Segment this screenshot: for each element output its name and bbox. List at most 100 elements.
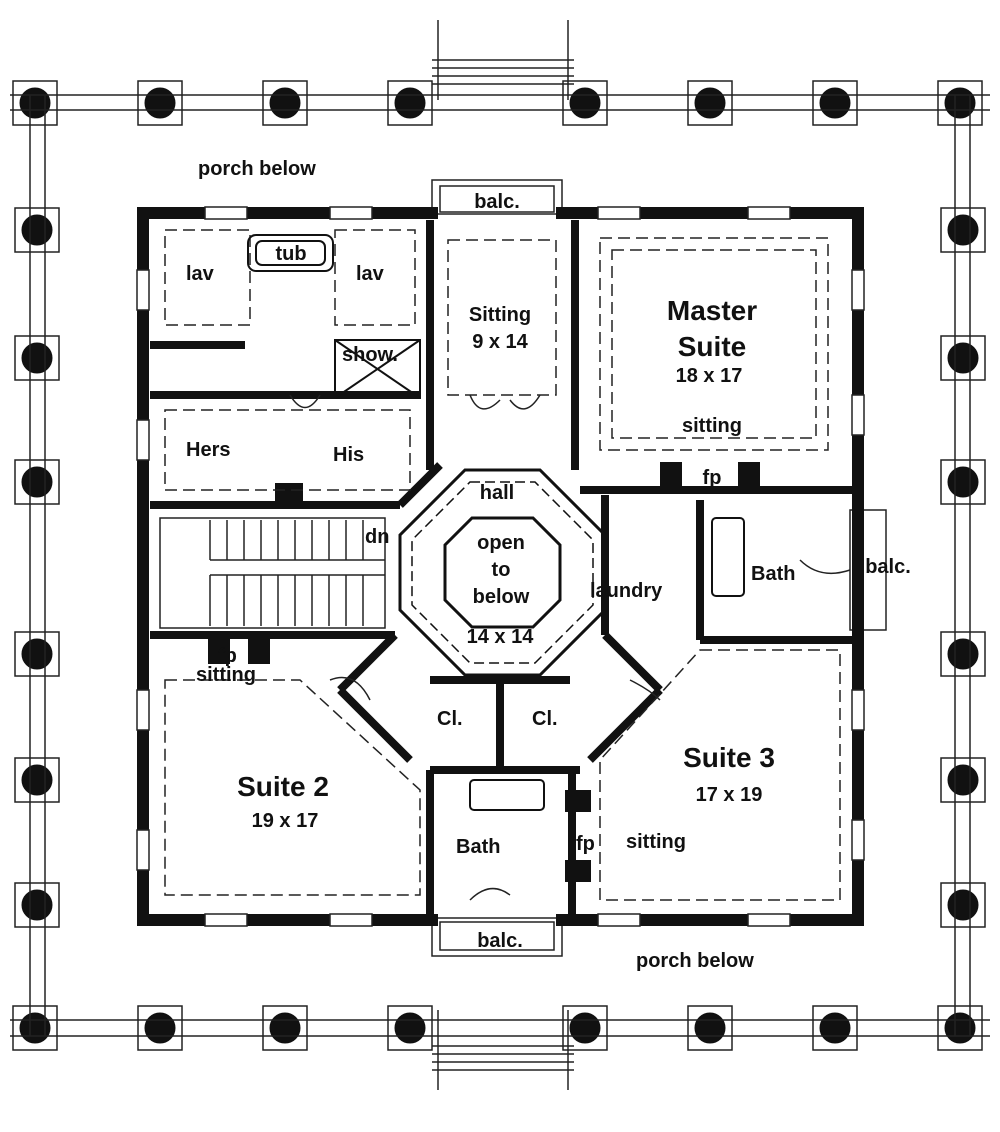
tub-label: tub	[275, 243, 307, 265]
octagon-hall	[398, 468, 607, 677]
column	[947, 764, 979, 796]
suite2-sitting-label: sitting	[196, 664, 256, 686]
suite3-sitting-label: sitting	[626, 831, 686, 853]
open-line2: to	[491, 559, 511, 581]
column-base	[940, 335, 986, 381]
shower-label: show.	[342, 344, 398, 366]
column-base	[14, 459, 60, 505]
master-suite-label: Master Suite	[667, 293, 757, 365]
stair-treads	[159, 517, 386, 629]
column	[819, 87, 851, 119]
hers-closet-label: Hers	[186, 439, 231, 461]
door-swings	[289, 394, 851, 901]
column-base	[940, 631, 986, 677]
column	[21, 638, 53, 670]
open-to-below-label: open to below	[473, 530, 530, 611]
column-base	[387, 80, 433, 126]
suite2-size: 19 x 17	[251, 810, 319, 832]
column-base	[12, 1005, 58, 1051]
sitting-room-name: Sitting	[468, 304, 532, 326]
hall-size: 14 x 14	[466, 626, 534, 648]
porch-steps	[432, 20, 574, 1090]
column	[144, 87, 176, 119]
hall-label: hall	[479, 482, 515, 504]
column	[21, 466, 53, 498]
column-base	[137, 1005, 183, 1051]
column-base	[687, 80, 733, 126]
balconies	[431, 179, 887, 957]
column	[394, 1012, 426, 1044]
column-base	[940, 459, 986, 505]
porch-rails	[10, 94, 990, 1037]
master-suite-name-line1: Master	[666, 295, 758, 326]
porch-bottom-label: porch below	[636, 950, 754, 972]
bath-bottom-label: Bath	[456, 836, 501, 858]
column-base	[940, 882, 986, 928]
column-base	[262, 80, 308, 126]
suite3-name: Suite 3	[683, 742, 775, 773]
open-line3: below	[472, 586, 530, 608]
room-outlines	[164, 229, 841, 901]
master-suite-name-line2: Suite	[677, 331, 747, 362]
master-suite-size: 18 x 17	[675, 365, 743, 387]
master-fp-label: fp	[702, 467, 722, 489]
column	[21, 342, 53, 374]
column	[694, 87, 726, 119]
column-base	[137, 80, 183, 126]
column-base	[14, 757, 60, 803]
column-base	[562, 80, 608, 126]
windows	[136, 206, 865, 927]
column	[21, 764, 53, 796]
column	[694, 1012, 726, 1044]
open-line1: open	[477, 532, 525, 554]
balcony-right-label: balc.	[865, 556, 911, 578]
column-base	[687, 1005, 733, 1051]
lav-right-label: lav	[356, 263, 384, 285]
his-closet-label: His	[333, 444, 365, 466]
column-base	[940, 757, 986, 803]
column-base	[937, 1005, 983, 1051]
suite2-name: Suite 2	[237, 771, 329, 802]
column-base	[387, 1005, 433, 1051]
bath-right-label: Bath	[751, 563, 796, 585]
balcony-top-label: balc.	[474, 191, 520, 213]
column	[21, 889, 53, 921]
column-base	[937, 80, 983, 126]
laundry-label: laundry	[590, 580, 663, 602]
column	[947, 889, 979, 921]
suite2-fp-label: fp	[218, 645, 237, 667]
column-base	[940, 207, 986, 253]
column-base	[14, 207, 60, 253]
stair-down-label: dn	[365, 526, 390, 548]
balcony-bottom-label: balc.	[477, 930, 523, 952]
closet-left-label: Cl.	[437, 708, 463, 730]
column	[947, 214, 979, 246]
suite3-size: 17 x 19	[695, 784, 763, 806]
column	[947, 342, 979, 374]
column-base	[812, 1005, 858, 1051]
porch-top-label: porch below	[198, 158, 316, 180]
column	[21, 214, 53, 246]
column-base	[562, 1005, 608, 1051]
fireplaces	[208, 462, 760, 882]
column	[269, 1012, 301, 1044]
column	[269, 87, 301, 119]
column	[819, 1012, 851, 1044]
column-base	[14, 631, 60, 677]
column	[947, 466, 979, 498]
column-base	[14, 335, 60, 381]
column-base	[12, 80, 58, 126]
suite3-fp-label: fp	[576, 833, 595, 855]
fixtures	[247, 234, 745, 811]
column-base	[14, 882, 60, 928]
sitting-room-label: Sitting 9 x 14	[469, 302, 531, 356]
column	[569, 1012, 601, 1044]
column	[394, 87, 426, 119]
column-base	[812, 80, 858, 126]
column	[569, 87, 601, 119]
column	[947, 638, 979, 670]
column	[144, 1012, 176, 1044]
closet-right-label: Cl.	[532, 708, 558, 730]
column-base	[262, 1005, 308, 1051]
